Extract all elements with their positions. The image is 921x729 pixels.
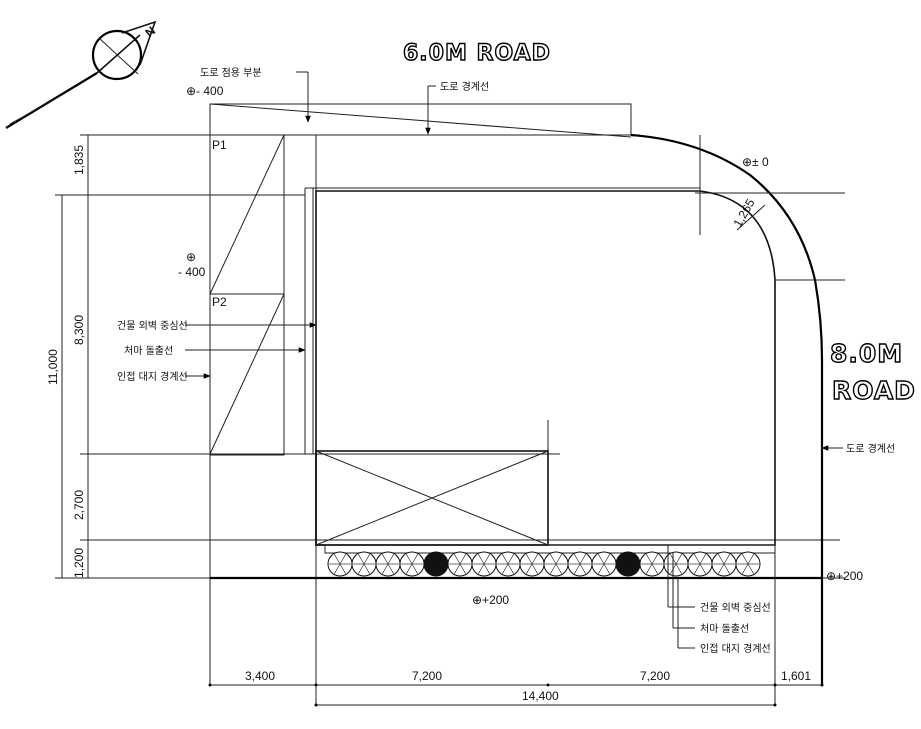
dim-3400: 3,400 xyxy=(245,669,275,683)
note-road-boundary-top: 도로 경계선 xyxy=(440,80,489,93)
north-arrow-icon xyxy=(5,20,157,129)
north-letter: N xyxy=(142,24,158,40)
note-road-boundary-right: 도로 경계선 xyxy=(846,442,895,455)
left-annotation-leaders xyxy=(185,322,317,379)
dim-1835: 1,835 xyxy=(72,145,86,175)
level-top-left: ⊕- 400 xyxy=(186,84,224,98)
note-bottom-wall-center: 건물 외벽 중심선 xyxy=(700,602,771,614)
building-footprint xyxy=(304,187,776,546)
parking-p2: P2 xyxy=(212,295,227,309)
parking-p1: P1 xyxy=(212,138,227,152)
level-left-mid-symbol: ⊕ xyxy=(186,250,196,264)
tree-icon xyxy=(423,551,449,577)
level-bottom-mid: ⊕+200 xyxy=(472,593,509,607)
entrance-void xyxy=(315,450,549,546)
dim-2700: 2,700 xyxy=(72,490,86,520)
corner-radius-line xyxy=(736,204,766,231)
dim-1200: 1,200 xyxy=(72,548,86,578)
dim-14400: 14,400 xyxy=(522,689,559,703)
right-road-label-line1: 8.0M xyxy=(830,339,903,368)
dim-1601: 1,601 xyxy=(781,669,811,683)
dim-7200-a: 7,200 xyxy=(412,669,442,683)
bottom-dimension-lines xyxy=(208,578,824,707)
level-bottom-right: ⊕+200 xyxy=(826,569,863,583)
note-bottom-adjacent-boundary: 인접 대지 경계선 xyxy=(700,642,771,655)
level-corner: ⊕± 0 xyxy=(742,155,769,169)
note-left-eave: 처마 돌출선 xyxy=(124,345,173,357)
bottom-annotation-leaders xyxy=(667,545,695,649)
parking-area xyxy=(209,134,285,456)
note-left-wall-center: 건물 외벽 중심선 xyxy=(117,320,188,332)
dim-7200-b: 7,200 xyxy=(640,669,670,683)
landscape-strip xyxy=(324,544,776,577)
dim-11000: 11,000 xyxy=(46,349,60,385)
note-left-adjacent-boundary: 인접 대지 경계선 xyxy=(117,370,188,383)
tree-icon xyxy=(615,551,641,577)
level-left-mid-value: - 400 xyxy=(178,265,206,279)
top-annotation-leaders xyxy=(296,71,436,135)
left-dimension-lines xyxy=(55,134,845,579)
top-road-label: 6.0M ROAD xyxy=(403,41,551,66)
note-road-occupied: 도로 점용 부분 xyxy=(200,67,262,79)
dim-8300: 8,300 xyxy=(72,315,86,345)
note-bottom-eave: 처마 돌출선 xyxy=(700,623,749,635)
right-road-label-line2: ROAD xyxy=(832,376,916,405)
